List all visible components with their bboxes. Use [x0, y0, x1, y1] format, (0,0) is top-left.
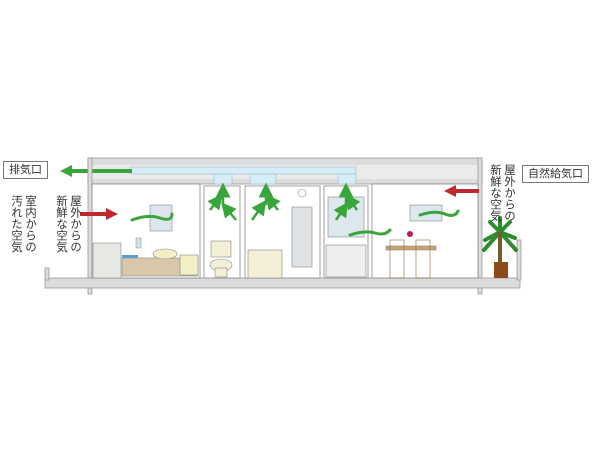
- bedroom-furniture: [92, 204, 199, 279]
- fresh-air-label-left: 屋外からの 新鮮な空気: [55, 195, 83, 253]
- palm-plant: [482, 216, 518, 278]
- extract-arrows: [207, 182, 361, 221]
- vanity: [325, 196, 367, 278]
- natural-air-inlet-label: 自然給気口: [522, 165, 589, 183]
- exhaust-port-label: 排気口: [3, 161, 48, 179]
- airflow-waves: [130, 209, 460, 237]
- toilet: [209, 240, 233, 278]
- walls: [44, 157, 522, 295]
- fresh-air-arrows: [80, 185, 479, 220]
- exhaust-arrow: [60, 165, 132, 177]
- exhaust-duct: [129, 166, 357, 175]
- bathtub: [247, 188, 313, 279]
- dirty-air-label: 室内からの 汚れた空気: [10, 195, 38, 253]
- fresh-air-label-right: 屋外からの 新鮮な空気: [489, 164, 517, 222]
